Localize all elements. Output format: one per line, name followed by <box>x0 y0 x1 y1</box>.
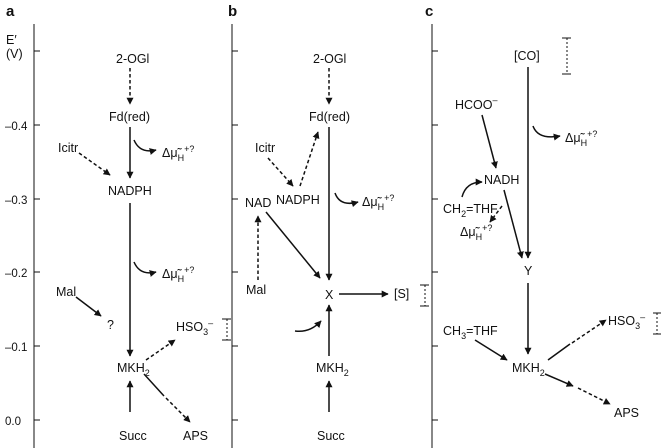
a-hso3-range-bar <box>222 318 231 341</box>
b-node-fd-red: Fd(red) <box>309 110 350 124</box>
tick-label-neg04: –0.4 <box>5 121 28 133</box>
b-node-pmf: Δμ̃H+? <box>362 193 394 212</box>
c-hso3-range-bar <box>653 312 661 335</box>
a-node-succ: Succ <box>119 429 147 443</box>
c-node-mkh2: MKH2 <box>512 361 545 378</box>
tick-label-zero: 0.0 <box>5 416 21 428</box>
panel-letter-a: a <box>6 3 15 20</box>
b-node-nadph: NADPH <box>276 193 320 207</box>
b-node-mkh2: MKH2 <box>316 361 349 378</box>
c-node-pmf-lower: Δμ̃H+? <box>460 223 492 242</box>
b-node-mal: Mal <box>246 283 266 297</box>
b-node-s: [S] <box>394 287 409 301</box>
a-node-nadph: NADPH <box>108 184 152 198</box>
tick-label-neg03: –0.3 <box>5 195 27 207</box>
tick-label-neg01: –0.1 <box>5 342 27 354</box>
c-arrows <box>461 67 611 405</box>
b-node-succ: Succ <box>317 429 345 443</box>
b-node-x: X <box>325 288 334 302</box>
b-s-range-bar <box>420 284 429 307</box>
c-node-hso3: HSO3– <box>608 312 645 331</box>
a-node-pmf-upper: Δμ̃H+? <box>162 144 194 163</box>
c-node-ch3-thf: CH3=THF <box>443 324 498 341</box>
a-node-2-ogl: 2-OGl <box>116 52 149 66</box>
a-node-question: ? <box>107 318 114 332</box>
b-node-icitr: Icitr <box>255 141 275 155</box>
c-node-y: Y <box>524 264 533 278</box>
a-node-aps: APS <box>183 429 208 443</box>
b-node-2-ogl: 2-OGl <box>313 52 346 66</box>
c-node-co: [CO] <box>514 49 540 63</box>
c-node-pmf-upper: Δμ̃H+? <box>565 129 597 148</box>
a-node-pmf-lower: Δμ̃H+? <box>162 265 194 284</box>
axis-label-unit: (V) <box>6 47 23 61</box>
axis-b <box>231 24 238 448</box>
b-node-nad: NAD <box>245 196 271 210</box>
tick-label-neg02: –0.2 <box>5 268 27 280</box>
panel-letter-b: b <box>228 3 237 20</box>
c-co-range-bar <box>562 37 571 75</box>
a-node-icitr: Icitr <box>58 141 78 155</box>
a-node-mal: Mal <box>56 285 76 299</box>
c-node-aps: APS <box>614 406 639 420</box>
axis-a <box>33 24 40 448</box>
axis-label-e: E′ <box>6 33 17 47</box>
a-node-fd-red: Fd(red) <box>109 110 150 124</box>
a-node-mkh2: MKH2 <box>117 361 150 378</box>
axis-c <box>431 24 438 448</box>
c-node-hcoo: HCOO– <box>455 95 498 112</box>
a-arrows <box>75 68 191 423</box>
c-node-ch2-thf: CH2=THF <box>443 202 498 219</box>
c-node-nadh: NADH <box>484 173 519 187</box>
a-node-hso3: HSO3– <box>176 318 213 337</box>
b-arrows <box>254 68 389 412</box>
panel-letter-c: c <box>425 3 433 20</box>
